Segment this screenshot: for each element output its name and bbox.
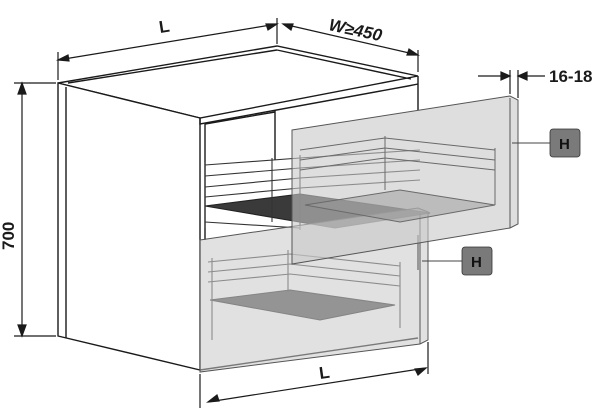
dim-top-L-arrow-right — [265, 23, 279, 31]
top-back-inner-edge — [67, 49, 278, 84]
cabinet-inner-rail — [199, 83, 419, 125]
dim-front-thickness-label: 16-18 — [549, 67, 592, 86]
dim-bottom-arrow-left — [206, 394, 220, 403]
upper-h-marker — [549, 128, 581, 158]
dimension-depth — [281, 23, 420, 72]
dimension-front-thickness — [478, 70, 545, 98]
cabinet-left-side — [57, 82, 201, 371]
dimension-bottom-length — [199, 342, 429, 408]
dim-depth-arrow-right — [406, 48, 420, 56]
dim-bottom-line — [207, 367, 427, 403]
dim-height-arrow-top — [17, 81, 27, 95]
upper-drawer-rail — [204, 221, 301, 229]
lower-h-marker — [461, 246, 493, 276]
lower-h-label: H — [471, 254, 482, 271]
dim-bottom-arrow-right — [414, 367, 428, 376]
dim-height-label: 700 — [0, 222, 18, 250]
dimension-top-length — [55, 18, 279, 80]
dim-top-L-line — [57, 23, 278, 61]
upper-basket-front-side — [299, 136, 496, 223]
upper-front-floor — [304, 189, 496, 223]
dimension-height — [14, 81, 56, 338]
inner-back-horizontal — [204, 111, 276, 125]
dim-height-arrow-bottom — [17, 324, 27, 338]
dim-depth-arrow-left — [281, 23, 294, 31]
dim-thick-arrow-right — [516, 71, 528, 81]
dim-bottom-length-label: L — [318, 363, 331, 383]
top-right-inner-edge — [276, 49, 412, 80]
dim-thick-arrow-left — [500, 71, 512, 81]
dim-top-L-arrow-left — [55, 54, 70, 62]
upper-drawer-front-panel — [291, 95, 519, 265]
dim-top-length-label: L — [158, 17, 171, 37]
upper-h-label: H — [559, 136, 570, 153]
dim-depth-line — [282, 23, 419, 56]
